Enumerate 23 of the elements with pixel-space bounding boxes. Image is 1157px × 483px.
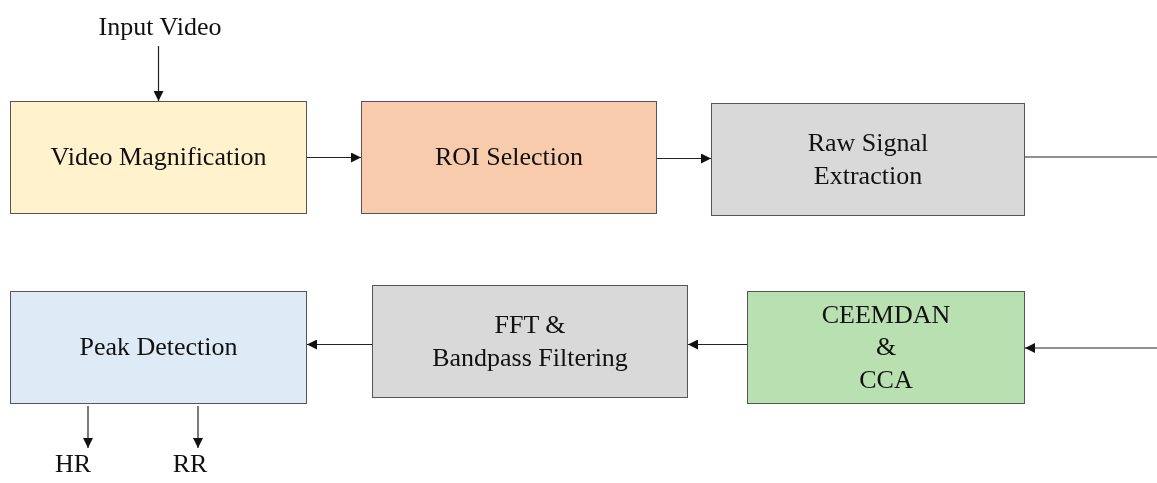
output-label: HR bbox=[54, 447, 92, 480]
process-box bbox=[10, 291, 307, 404]
process-box bbox=[372, 285, 688, 398]
box-label: FFT & Bandpass Filtering bbox=[432, 309, 628, 374]
input-label: Input Video bbox=[98, 10, 222, 43]
box-label: CEEMDAN & CCA bbox=[821, 298, 951, 396]
arrow bbox=[193, 405, 203, 449]
box-label: Peak Detection bbox=[79, 331, 238, 364]
box-label: ROI Selection bbox=[435, 141, 583, 174]
arrow bbox=[306, 152, 362, 163]
output-label: RR bbox=[172, 447, 208, 480]
process-box bbox=[711, 103, 1025, 216]
arrow bbox=[306, 339, 373, 350]
process-box bbox=[747, 291, 1025, 404]
box-label: Raw Signal Extraction bbox=[807, 127, 929, 192]
box-label: Video Magnification bbox=[50, 141, 267, 174]
arrow bbox=[83, 405, 93, 449]
process-box bbox=[10, 101, 307, 214]
arrow bbox=[656, 153, 712, 164]
arrow bbox=[153, 45, 164, 102]
process-box bbox=[361, 101, 657, 214]
arrow bbox=[1024, 343, 1157, 353]
arrow bbox=[687, 339, 748, 350]
